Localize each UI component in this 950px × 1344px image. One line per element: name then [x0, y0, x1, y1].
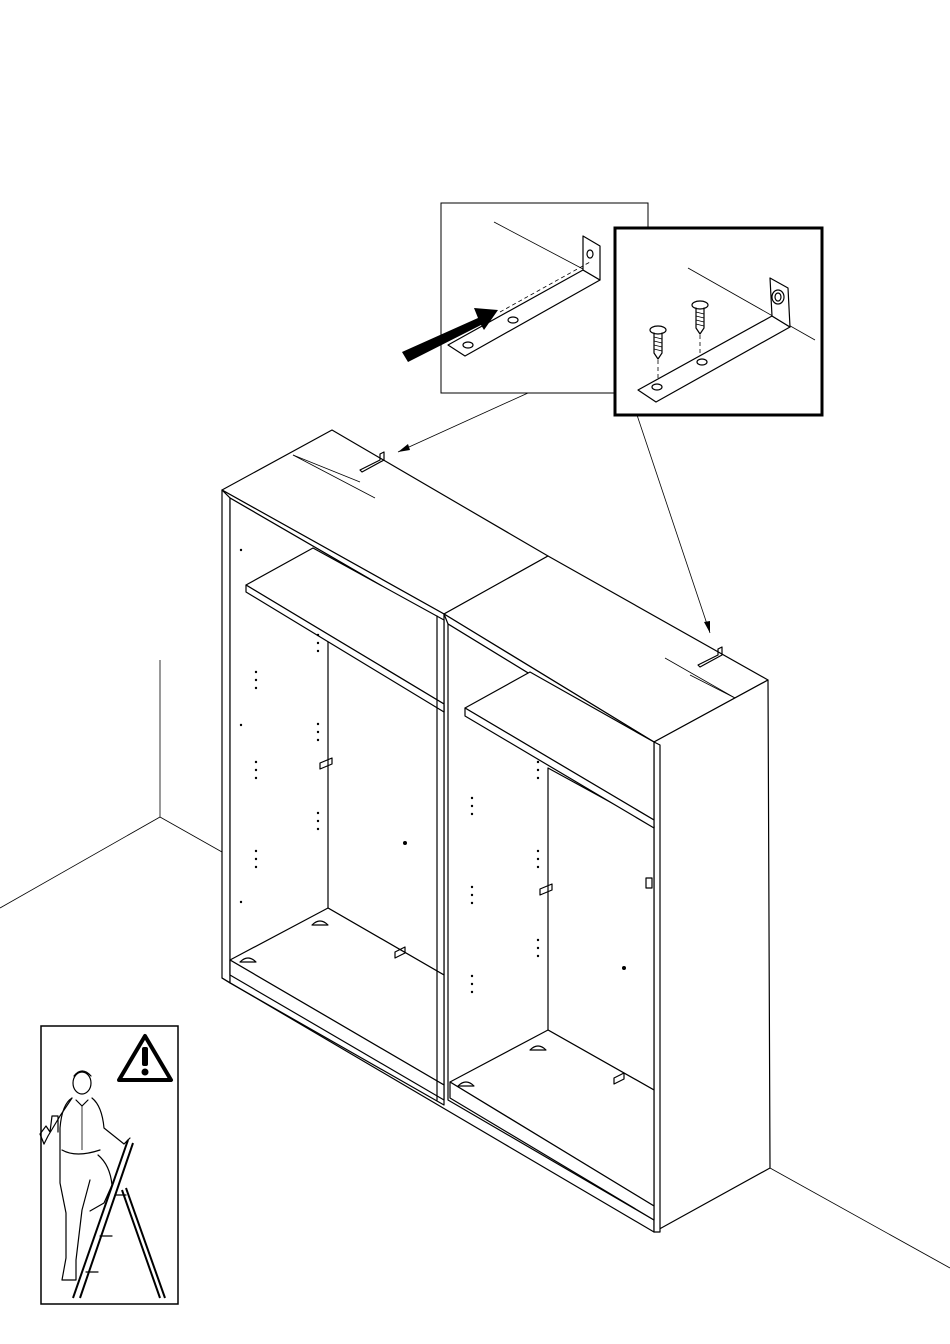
- bracket-detail-callout: [402, 203, 648, 393]
- safety-warning-panel: [40, 1026, 178, 1304]
- screw-detail-callout: [615, 228, 822, 415]
